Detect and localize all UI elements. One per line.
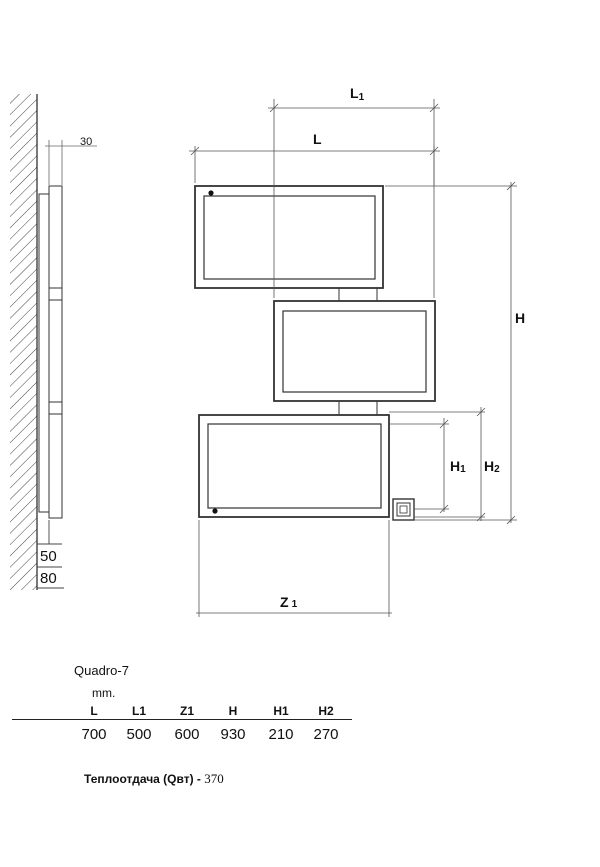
control-box	[392, 498, 415, 521]
radiator-side-view	[38, 185, 63, 519]
l1-label: L1	[350, 85, 365, 103]
spec-header-cell: H2	[318, 704, 334, 718]
l1-dimension	[268, 99, 440, 298]
spec-value-cell: 210	[268, 726, 294, 743]
spec-value-cell: 270	[313, 726, 339, 743]
table-divider	[12, 719, 352, 720]
heat-output-value: 370	[204, 771, 224, 786]
depth-outer-label: 80	[40, 570, 57, 587]
model-name: Quadro-7	[74, 663, 129, 678]
connector-top	[338, 287, 378, 302]
panel-bottom	[198, 414, 390, 518]
h2-label: H2	[484, 458, 500, 475]
valve-dot-top	[208, 190, 214, 196]
panel-top	[194, 185, 384, 289]
spec-header-cell: Z1	[179, 704, 194, 718]
h-label: H	[515, 310, 525, 326]
spec-header-cell: H1	[273, 704, 289, 718]
spec-header-cell: L1	[131, 704, 146, 718]
spec-value-cell: 500	[126, 726, 152, 743]
l-dimension	[189, 146, 440, 298]
heat-output-label: Теплоотдача (Qвт) -	[84, 772, 201, 786]
h-dimension	[385, 181, 517, 525]
depth-inner-label: 50	[40, 548, 57, 565]
units-label: mm.	[92, 686, 116, 700]
spec-header-cell: H	[228, 704, 238, 718]
wall-offset-label: 30	[80, 136, 92, 148]
wall	[10, 94, 38, 590]
spec-value-cell: 930	[220, 726, 246, 743]
panel-middle	[273, 300, 436, 402]
heat-output: Теплоотдача (Qвт) - 370	[84, 771, 224, 787]
h1-label: H1	[450, 458, 466, 475]
l-label: L	[313, 131, 322, 147]
connector-bottom	[338, 400, 378, 416]
spec-value-cell: 700	[81, 726, 107, 743]
spec-value-cell: 600	[174, 726, 200, 743]
h2-dimension	[389, 407, 486, 522]
z1-dimension	[196, 520, 392, 617]
wall-offset-dimension	[45, 140, 97, 185]
spec-header-cell: L	[90, 704, 98, 718]
depth-dimension	[37, 520, 64, 589]
h1-dimension	[389, 418, 449, 514]
valve-dot-bottom	[212, 508, 218, 514]
